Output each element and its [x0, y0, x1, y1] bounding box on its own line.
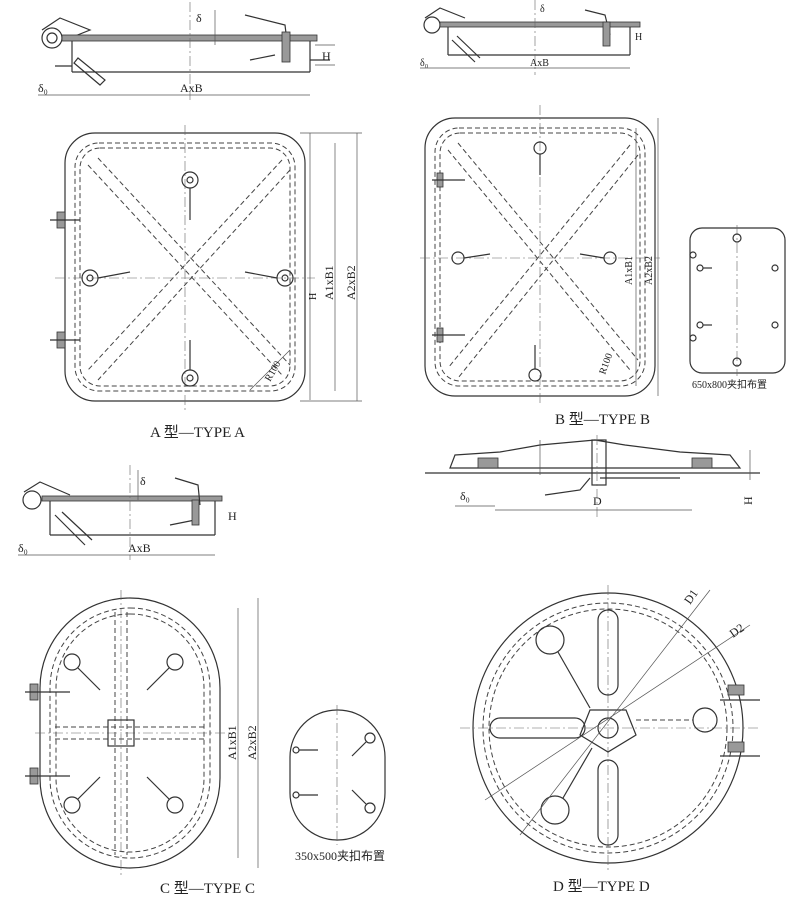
type-b-plan-view: A1xB1 A2xB2 R100 B 型—TYPE B	[420, 105, 660, 428]
axb-label: AxB	[180, 81, 203, 95]
clamp-icon	[540, 747, 593, 825]
d-label: D	[593, 494, 602, 508]
delta-label: δ	[196, 11, 202, 25]
clamp-icon	[533, 141, 547, 175]
clamp-icon	[244, 269, 294, 287]
hinge-icon	[25, 683, 70, 701]
a1xb1-label: A1xB1	[225, 725, 239, 760]
type-b-caption: B 型—TYPE B	[555, 411, 650, 428]
delta-label: δ	[140, 474, 146, 488]
axb-label: AxB	[530, 58, 549, 69]
a1xb1-label: A1xB1	[322, 265, 336, 300]
a2xb2-label: A2xB2	[344, 265, 358, 300]
a1xb1-label: A1xB1	[624, 256, 635, 285]
clamp-icon	[528, 345, 542, 382]
clamp-icon	[63, 653, 101, 691]
a2xb2-label: A2xB2	[245, 725, 259, 760]
inset-c-caption: 350x500夹扣布置	[295, 849, 385, 863]
clamp-icon	[451, 251, 491, 265]
hinge-icon	[50, 331, 80, 349]
r100-label: R100	[263, 359, 283, 383]
type-b-clamp-layout-inset: 650x800夹扣布置	[689, 225, 786, 391]
clamp-icon	[146, 776, 184, 814]
h-label: H	[308, 293, 319, 300]
d2-label: D2	[727, 621, 747, 641]
clamp-icon	[181, 340, 199, 387]
type-d-plan-view: D1 D2 D 型—TYPE D	[460, 585, 760, 895]
hinge-icon	[50, 211, 80, 229]
type-a-plan-view: H A1xB1 A2xB2 R100 A 型—TYPE A	[50, 125, 362, 441]
hinge-icon	[432, 327, 465, 343]
type-c-side-view: δ H δ₀ AxB	[18, 465, 237, 560]
axb-label: AxB	[128, 541, 151, 555]
a2xb2-label: A2xB2	[644, 256, 655, 285]
clamp-icon	[181, 171, 199, 220]
clamp-icon	[63, 776, 101, 814]
type-d-caption: D 型—TYPE D	[553, 878, 650, 895]
delta-label: δ	[540, 4, 545, 15]
clamp-icon	[81, 269, 131, 287]
h-label: H	[322, 49, 331, 63]
type-d-side-view: D δ₀ H	[425, 435, 760, 520]
hinge-icon	[720, 741, 760, 757]
clamp-icon	[636, 707, 718, 733]
clamp-icon	[535, 625, 591, 709]
hinge-icon	[432, 172, 465, 188]
h-label: H	[741, 496, 755, 505]
r100-label: R100	[597, 352, 615, 376]
hinge-icon	[720, 684, 760, 701]
type-c-plan-view: A1xB1 A2xB2 C 型—TYPE C	[25, 590, 259, 897]
h-label: H	[635, 32, 642, 43]
inset-b-caption: 650x800夹扣布置	[692, 378, 767, 391]
d1-label: D1	[681, 587, 701, 607]
h-label: H	[228, 509, 237, 523]
type-b-side-view: δ H δ₀ AxB	[420, 0, 642, 75]
type-c-caption: C 型—TYPE C	[160, 880, 255, 897]
delta0-label: δ₀	[460, 489, 470, 503]
hinge-icon	[25, 767, 70, 785]
type-a-side-view: δ H δ₀ AxB	[38, 2, 335, 100]
delta0-label: δ₀	[420, 58, 429, 69]
delta0-label: δ₀	[18, 541, 28, 555]
type-a-caption: A 型—TYPE A	[150, 424, 245, 441]
delta0-label: δ₀	[38, 81, 48, 95]
clamp-icon	[579, 251, 617, 265]
clamp-icon	[146, 653, 184, 691]
type-c-clamp-layout-inset: 350x500夹扣布置	[289, 705, 386, 863]
